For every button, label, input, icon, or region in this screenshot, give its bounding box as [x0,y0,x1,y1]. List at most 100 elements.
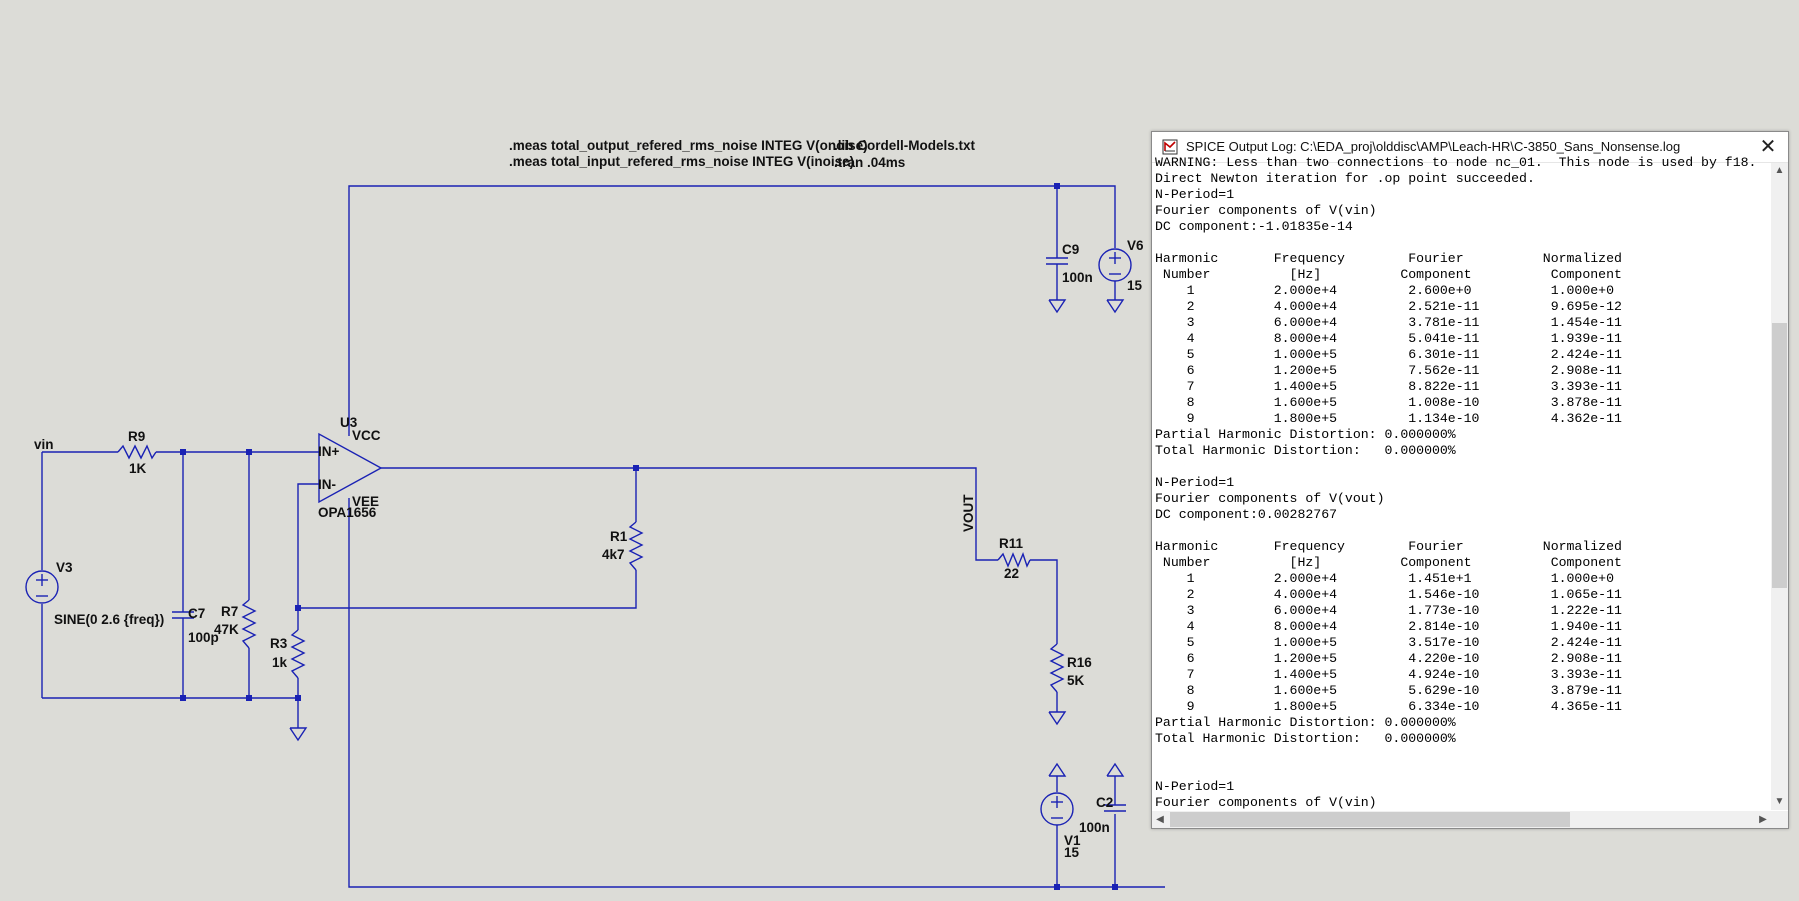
log-line: 1 2.000e+4 2.600e+0 1.000e+0 [1155,283,1614,298]
wires [41,185,1165,888]
net-label-vin: vin [34,437,54,452]
log-line: Number [Hz] Component Component [1155,555,1622,570]
u3-pin-inp: IN+ [318,444,340,459]
scroll-left-arrow-icon[interactable]: ◀ [1156,814,1164,825]
directive-meas-input-noise[interactable]: .meas total_input_refered_rms_noise INTE… [509,154,855,169]
r3-value: 1k [272,655,288,670]
supply-flag [1048,762,1125,777]
log-line: Fourier components of V(vout) [1155,491,1385,506]
log-line: 3 6.000e+4 3.781e-11 1.454e-11 [1155,315,1622,330]
r16-value: 5K [1067,673,1085,688]
v1-name: V1 [1064,833,1081,848]
resistor-r9[interactable] [117,444,157,460]
log-line: 5 1.000e+5 3.517e-10 2.424e-11 [1155,635,1622,650]
u3-pin-inn: IN- [318,477,336,492]
v6-value: 15 [1127,278,1143,293]
spice-output-log-window[interactable]: SPICE Output Log: C:\EDA_proj\olddisc\AM… [1151,131,1789,829]
log-line [1155,235,1767,251]
log-line: 8 1.600e+5 5.629e-10 3.879e-11 [1155,683,1622,698]
close-icon[interactable]: ✕ [1759,136,1777,158]
directive-meas-output-noise[interactable]: .meas total_output_refered_rms_noise INT… [509,138,868,153]
scroll-down-arrow-icon[interactable]: ▼ [1774,796,1785,807]
log-line: Direct Newton iteration for .op point su… [1155,171,1535,186]
log-line: 4 8.000e+4 5.041e-11 1.939e-11 [1155,331,1622,346]
scroll-right-arrow-icon[interactable]: ▶ [1759,814,1767,825]
r7-value: 47K [214,622,239,637]
log-line [1155,747,1767,763]
log-line: Partial Harmonic Distortion: 0.000000% [1155,715,1456,730]
junction-dots [180,183,1118,890]
scrollbar-corner [1771,811,1788,828]
v1-value: 15 [1064,845,1080,860]
r7-name: R7 [221,604,238,619]
log-line: 1 2.000e+4 1.451e+1 1.000e+0 [1155,571,1614,586]
log-line: N-Period=1 [1155,187,1235,202]
log-line: N-Period=1 [1155,475,1235,490]
voltage-source-v1[interactable] [1040,776,1074,839]
horizontal-scroll-thumb[interactable] [1170,812,1570,827]
log-line: 8 1.600e+5 1.008e-10 3.878e-11 [1155,395,1622,410]
c9-value: 100n [1062,270,1093,285]
directive-lib[interactable]: .lib Cordell-Models.txt [834,138,976,153]
resistor-r3[interactable] [290,629,306,679]
log-line: 7 1.400e+5 4.924e-10 3.393e-11 [1155,667,1622,682]
resistor-r1[interactable] [628,521,644,571]
window-title: SPICE Output Log: C:\EDA_proj\olddisc\AM… [1186,139,1681,154]
scroll-up-arrow-icon[interactable]: ▲ [1774,165,1785,176]
log-line: 2 4.000e+4 2.521e-11 9.695e-12 [1155,299,1622,314]
v6-name: V6 [1127,238,1144,253]
log-line: N-Period=1 [1155,779,1235,794]
u3-pin-vcc: VCC [352,428,381,443]
c7-name: C7 [188,606,205,621]
log-line: 6 1.200e+5 7.562e-11 2.908e-11 [1155,363,1622,378]
r11-name: R11 [999,536,1024,551]
window-titlebar[interactable]: SPICE Output Log: C:\EDA_proj\olddisc\AM… [1152,132,1788,163]
voltage-source-v6[interactable] [1098,248,1132,300]
log-line: 5 1.000e+5 6.301e-11 2.424e-11 [1155,347,1622,362]
r16-name: R16 [1067,655,1092,670]
r3-name: R3 [270,636,288,651]
log-line: 7 1.400e+5 8.822e-11 3.393e-11 [1155,379,1622,394]
net-label-vout: VOUT [961,494,976,532]
voltage-source-v3[interactable] [25,570,59,604]
opamp-u3[interactable] [318,432,383,504]
log-line: 9 1.800e+5 6.334e-10 4.365e-11 [1155,699,1622,714]
capacitor-c9[interactable] [1046,238,1068,300]
horizontal-scrollbar[interactable]: ◀ ▶ [1152,811,1771,828]
log-line: DC component:-1.01835e-14 [1155,219,1353,234]
r1-name: R1 [610,529,628,544]
r9-name: R9 [128,429,145,444]
log-line: Fourier components of V(vin) [1155,795,1377,810]
log-line: Partial Harmonic Distortion: 0.000000% [1155,427,1456,442]
v3-name: V3 [56,560,73,575]
resistor-r16[interactable] [1049,643,1065,693]
vertical-scroll-thumb[interactable] [1772,323,1787,588]
log-line: 2 4.000e+4 1.546e-10 1.065e-11 [1155,587,1622,602]
c7-value: 100p [188,630,219,645]
c9-name: C9 [1062,242,1079,257]
log-line [1155,523,1767,539]
vertical-scrollbar[interactable]: ▲ ▼ [1771,163,1788,810]
log-line: Fourier components of V(vin) [1155,203,1377,218]
log-text: WARNING: Less than two connections to no… [1155,155,1767,811]
r1-value: 4k7 [602,547,625,562]
log-line: 9 1.800e+5 1.134e-10 4.362e-11 [1155,411,1622,426]
capacitor-c2[interactable] [1104,776,1126,812]
r11-value: 22 [1004,566,1019,581]
log-line: 3 6.000e+4 1.773e-10 1.222e-11 [1155,603,1622,618]
component-labels: vin VOUT R9 1K C7 100p R7 47K R3 1k R1 4… [34,238,1144,860]
ltspice-app-icon [1162,139,1178,155]
resistor-r11[interactable] [997,552,1031,568]
c2-value: 100n [1079,820,1110,835]
c2-name: C2 [1096,795,1113,810]
log-line: WARNING: Less than two connections to no… [1155,155,1757,170]
log-text-area[interactable]: WARNING: Less than two connections to no… [1155,155,1767,810]
resistor-r7[interactable] [241,599,257,649]
directive-tran[interactable]: .tran .04ms [834,155,906,170]
v3-value: SINE(0 2.6 {freq}) [54,612,164,627]
log-line [1155,763,1767,779]
log-line: DC component:0.00282767 [1155,507,1338,522]
capacitor-c7[interactable] [172,611,194,638]
log-line [1155,459,1767,475]
